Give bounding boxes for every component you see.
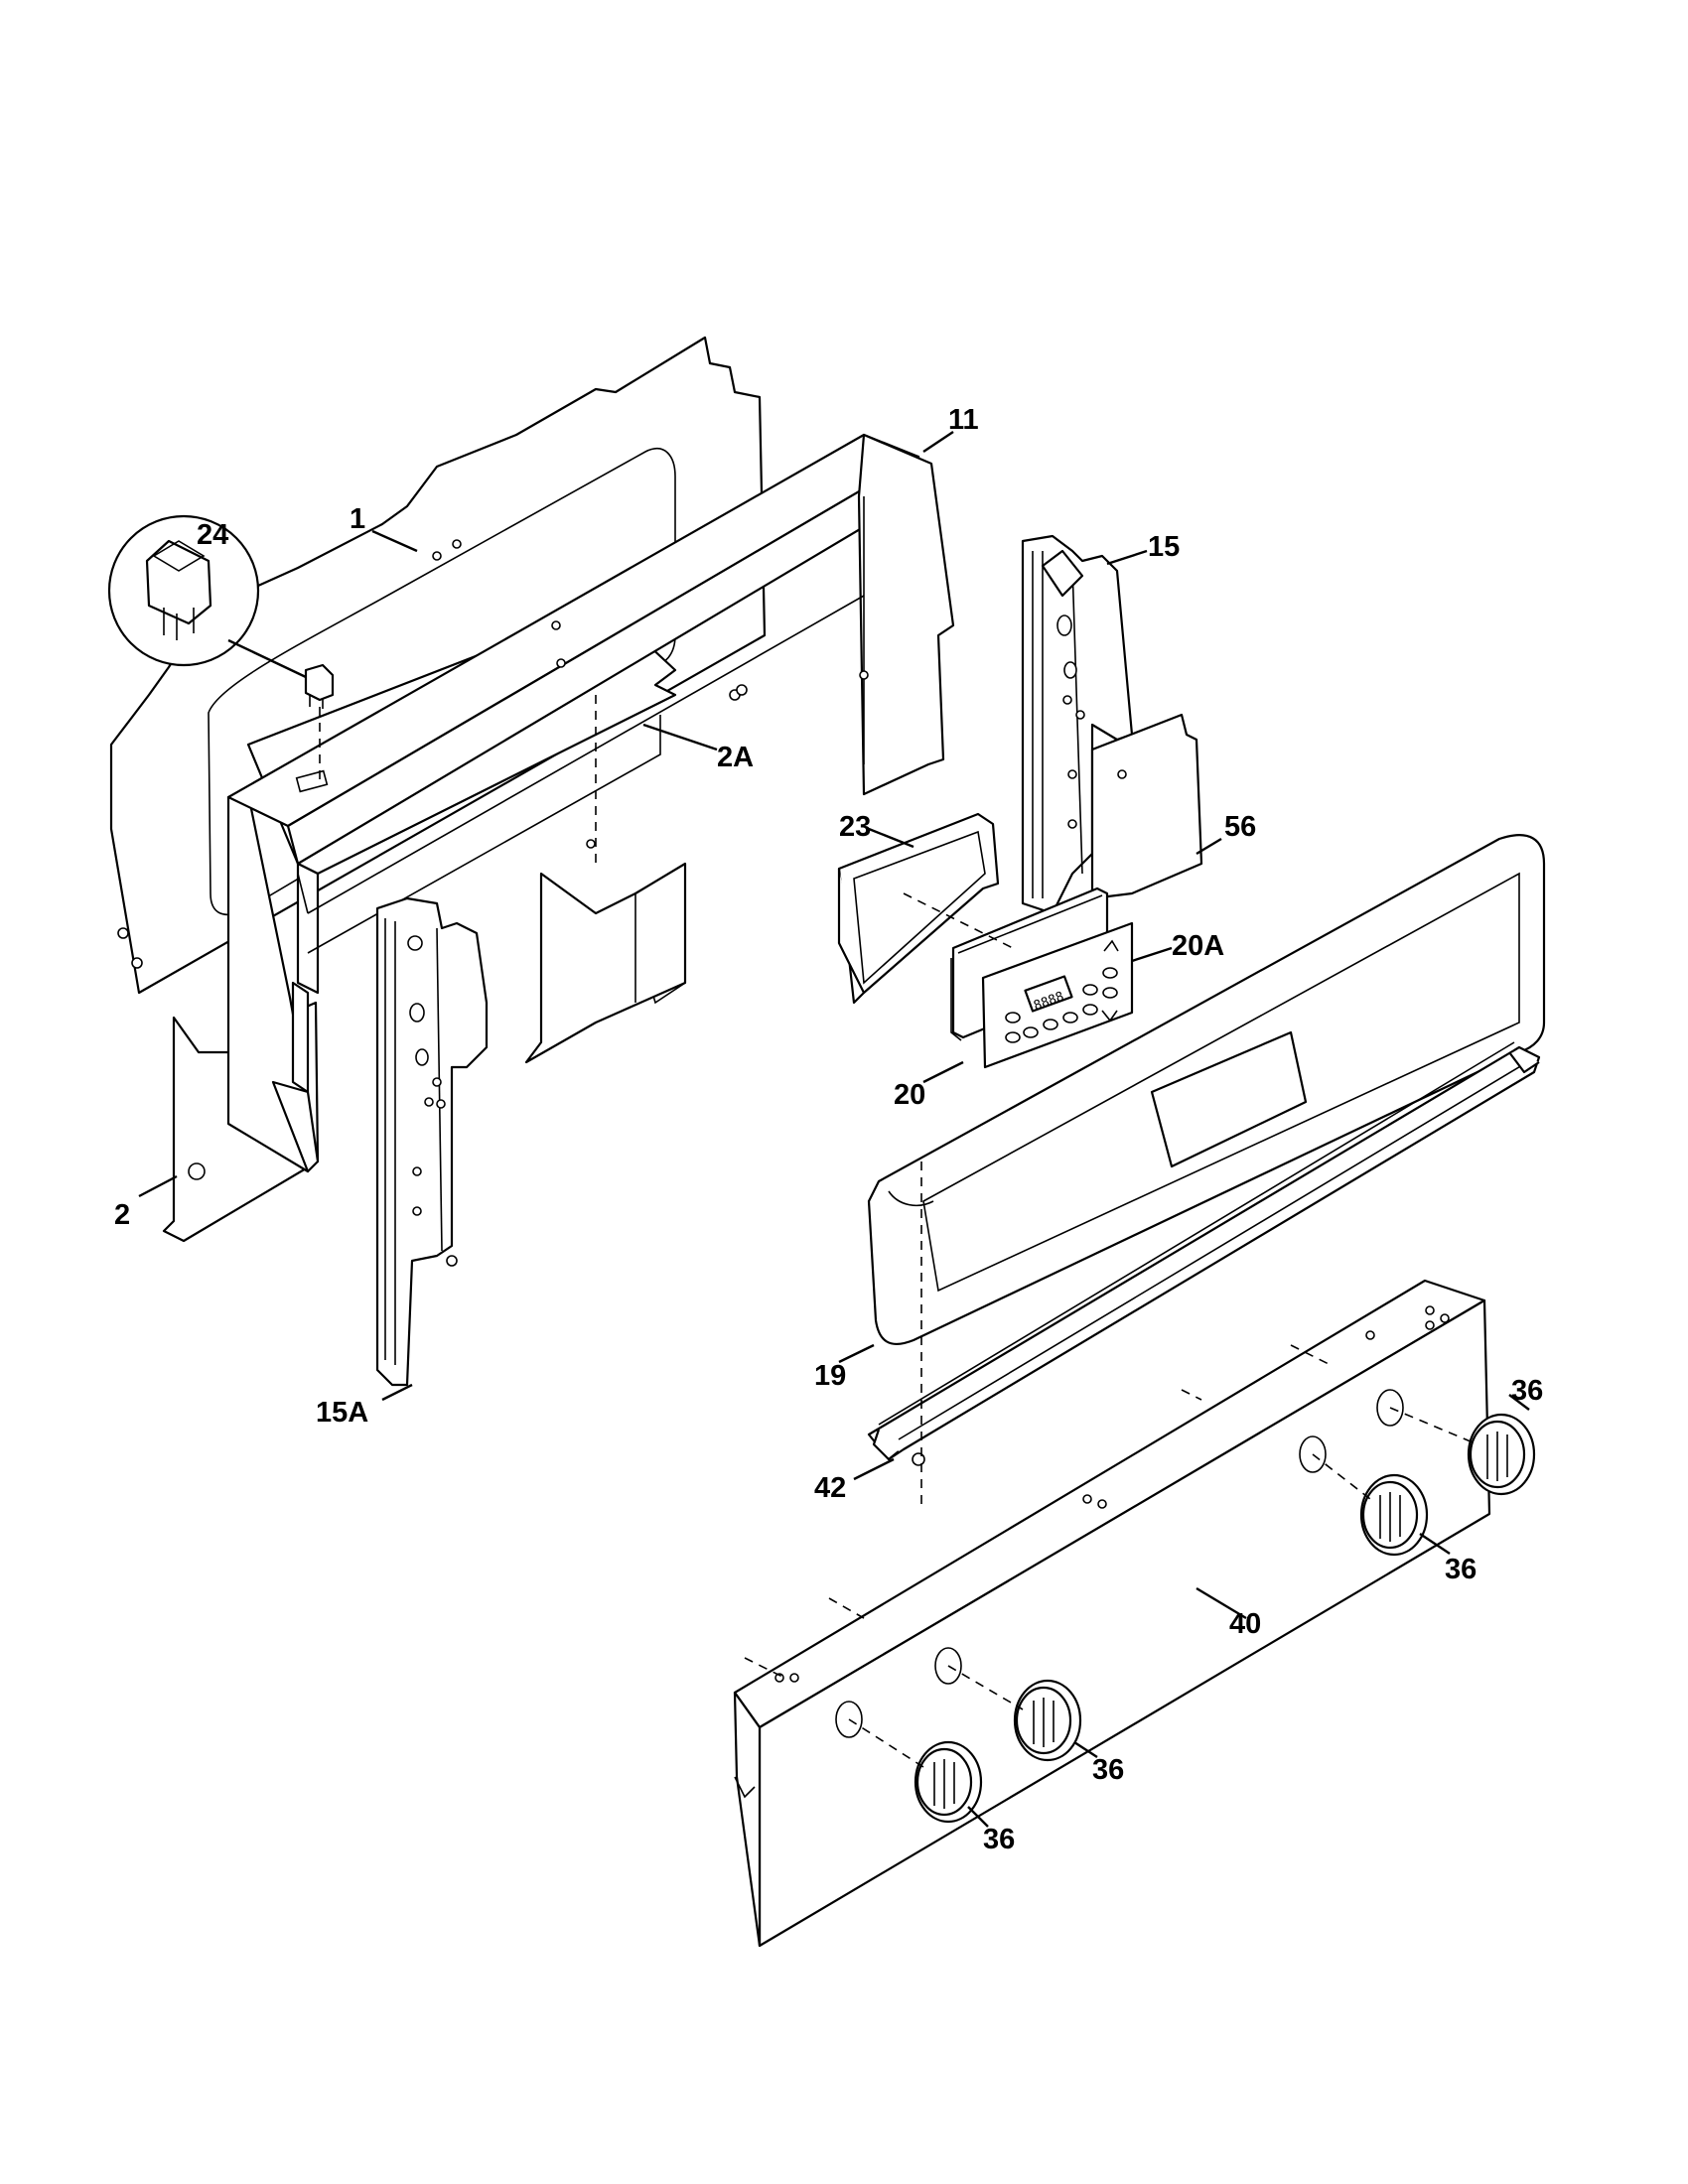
- callout-36-mid-left: 36: [1092, 1754, 1124, 1786]
- knob-panel-part-40: [733, 1279, 1491, 1948]
- callout-23: 23: [839, 811, 871, 843]
- knob-part-36-top-right: [1467, 1413, 1536, 1496]
- trim-rail-part-42: [867, 1041, 1541, 1466]
- callout-15: 15: [1148, 531, 1180, 563]
- callout-36-top-right: 36: [1511, 1375, 1543, 1407]
- callout-36-bottom-left: 36: [983, 1824, 1015, 1855]
- callout-20: 20: [894, 1079, 925, 1111]
- display-bracket-part-23: [837, 812, 1000, 1005]
- backguard-panel-part-19: [867, 834, 1546, 1346]
- callout-36-mid-right: 36: [1445, 1554, 1477, 1585]
- callout-19: 19: [814, 1360, 846, 1392]
- callout-11: 11: [948, 404, 979, 436]
- callout-labels: 1 2 2A 11 15 15A 19 20 20A 23 24 36 36 3…: [114, 404, 1543, 1855]
- knob-part-36-mid-left: [1013, 1679, 1082, 1762]
- callout-24: 24: [197, 519, 228, 551]
- control-panel-frame-part-11: [226, 433, 955, 1173]
- callout-40: 40: [1229, 1608, 1261, 1640]
- leader-lines: [138, 431, 1530, 1828]
- knob-part-36-bottom-left: [914, 1740, 983, 1824]
- callout-1: 1: [350, 503, 365, 535]
- control-overlay-part-20A: 8888: [981, 921, 1134, 1069]
- callout-15A: 15A: [316, 1397, 368, 1429]
- callout-2A: 2A: [717, 742, 754, 773]
- end-bracket-part-15A: [375, 896, 489, 1387]
- callout-56: 56: [1224, 811, 1256, 843]
- rear-panel-section-part-56: [1090, 713, 1203, 900]
- rocker-switch-part-24: [107, 514, 335, 709]
- callout-42: 42: [814, 1472, 846, 1504]
- knob-part-36-mid-right: [1359, 1473, 1429, 1557]
- callout-20A: 20A: [1172, 930, 1224, 962]
- callout-2: 2: [114, 1199, 130, 1231]
- alignment-lines: [319, 695, 1478, 1768]
